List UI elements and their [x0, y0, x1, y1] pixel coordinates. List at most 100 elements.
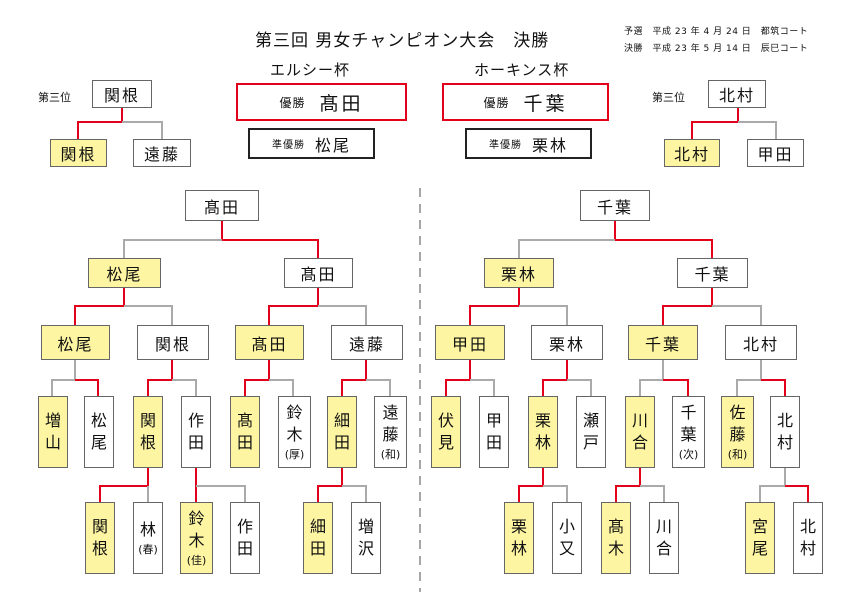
- line-lose: [366, 379, 391, 396]
- left-semi-1: 松尾: [88, 258, 161, 288]
- line-win: [691, 108, 739, 139]
- line-win: [317, 468, 343, 502]
- left-prelim-2: 林(春): [133, 502, 163, 574]
- line-lose: [51, 360, 76, 396]
- line-win: [761, 379, 786, 396]
- champion-name: 髙田: [319, 92, 364, 115]
- line-win: [268, 288, 319, 325]
- right-champion-box: 優勝 千葉: [442, 83, 609, 121]
- player-name: 関根: [139, 411, 156, 452]
- line-lose: [639, 360, 664, 396]
- line-lose: [712, 305, 762, 325]
- line-win: [785, 485, 809, 502]
- left-r16-8: 遠藤(和): [374, 396, 407, 468]
- right-third-match-loser: 甲田: [747, 139, 804, 167]
- player-name: 栗林: [510, 517, 527, 558]
- left-third-match-loser: 遠藤: [133, 139, 191, 167]
- right-r16-8: 北村: [770, 396, 800, 468]
- line-win: [518, 468, 544, 502]
- champion-name: 千葉: [523, 92, 568, 115]
- left-champion-box: 優勝 髙田: [236, 83, 407, 121]
- right-cup-name: ホーキンス杯: [474, 61, 570, 79]
- line-lose: [640, 485, 665, 502]
- player-name: 作田: [187, 411, 204, 452]
- line-win: [663, 379, 689, 396]
- left-third-label: 第三位: [38, 91, 71, 104]
- left-quarter-4: 遠藤: [331, 325, 403, 360]
- line-lose: [124, 305, 173, 325]
- player-name: 遠藤: [382, 403, 399, 444]
- runnerup-label: 準優勝: [488, 140, 522, 151]
- player-name: 林: [139, 520, 156, 539]
- line-win: [445, 360, 471, 396]
- right-quarter-2: 栗林: [531, 325, 603, 360]
- champion-label: 優勝: [279, 95, 306, 110]
- left-r16-6: 鈴木 (厚): [278, 396, 311, 468]
- line-lose: [738, 121, 777, 139]
- line-win: [614, 221, 713, 258]
- line-lose: [519, 305, 568, 325]
- line-lose: [518, 239, 615, 258]
- player-name: 細田: [333, 411, 350, 452]
- line-lose: [543, 485, 568, 502]
- left-quarter-2: 関根: [137, 325, 209, 360]
- player-name: 伏見: [437, 411, 454, 452]
- left-third-place: 関根: [92, 80, 152, 108]
- player-name: 佐藤: [729, 403, 746, 444]
- left-quarter-1: 松尾: [41, 325, 110, 360]
- right-third-match-winner: 北村: [664, 139, 720, 167]
- left-prelim-3: 鈴木(佳): [180, 502, 213, 574]
- player-name: 瀬戸: [582, 411, 599, 452]
- right-r16-5: 川合: [625, 396, 655, 468]
- right-r16-7: 佐藤 (和): [721, 396, 754, 468]
- player-name: 甲田: [485, 411, 502, 452]
- right-prelim-3: 髙木: [601, 502, 631, 574]
- player-name: 鈴木: [188, 509, 205, 550]
- player-name: 髙木: [607, 517, 624, 558]
- right-prelim-6: 北村: [793, 502, 823, 574]
- right-runnerup-box: 準優勝 栗林: [465, 128, 592, 159]
- line-win: [341, 360, 367, 396]
- player-name: 細田: [309, 517, 326, 558]
- player-name: 鈴木: [286, 403, 303, 444]
- right-final-winner: 千葉: [580, 190, 650, 221]
- line-win: [74, 288, 125, 325]
- right-r16-2: 甲田: [479, 396, 509, 468]
- line-lose: [123, 239, 222, 258]
- page-title: 第三回 男女チャンピオン大会 決勝: [255, 31, 550, 51]
- player-name: 小又: [558, 517, 575, 558]
- player-note: (次): [678, 448, 699, 461]
- right-r16-4: 瀬戸: [576, 396, 606, 468]
- left-r16-7: 細田: [327, 396, 357, 468]
- player-name: 川合: [655, 517, 672, 558]
- left-prelim-5: 細田: [303, 502, 333, 574]
- right-prelim-2: 小又: [552, 502, 582, 574]
- champion-label: 優勝: [483, 95, 510, 110]
- right-third-label: 第三位: [652, 91, 685, 104]
- runnerup-label: 準優勝: [271, 140, 305, 151]
- line-win: [469, 288, 520, 325]
- left-r16-5: 髙田: [230, 396, 260, 468]
- player-name: 増山: [44, 411, 61, 452]
- right-r16-1: 伏見: [431, 396, 461, 468]
- right-third-place: 北村: [708, 80, 766, 108]
- left-prelim-6: 増沢: [351, 502, 381, 574]
- left-runnerup-box: 準優勝 松尾: [248, 128, 375, 159]
- player-name: 北村: [799, 517, 816, 558]
- line-win: [615, 468, 641, 502]
- line-win: [77, 108, 123, 139]
- right-semi-2: 千葉: [677, 258, 748, 288]
- right-r16-6: 千葉(次): [672, 396, 705, 468]
- line-lose: [172, 379, 197, 396]
- line-lose: [470, 379, 495, 396]
- player-note: (厚): [284, 448, 305, 461]
- player-name: 北村: [776, 411, 793, 452]
- line-win: [244, 360, 270, 396]
- line-lose: [269, 379, 294, 396]
- left-third-match-winner: 関根: [50, 139, 107, 167]
- line-win: [99, 468, 149, 502]
- player-note: (和): [727, 448, 748, 461]
- right-prelim-5: 宮尾: [745, 502, 775, 574]
- player-name: 作田: [236, 517, 253, 558]
